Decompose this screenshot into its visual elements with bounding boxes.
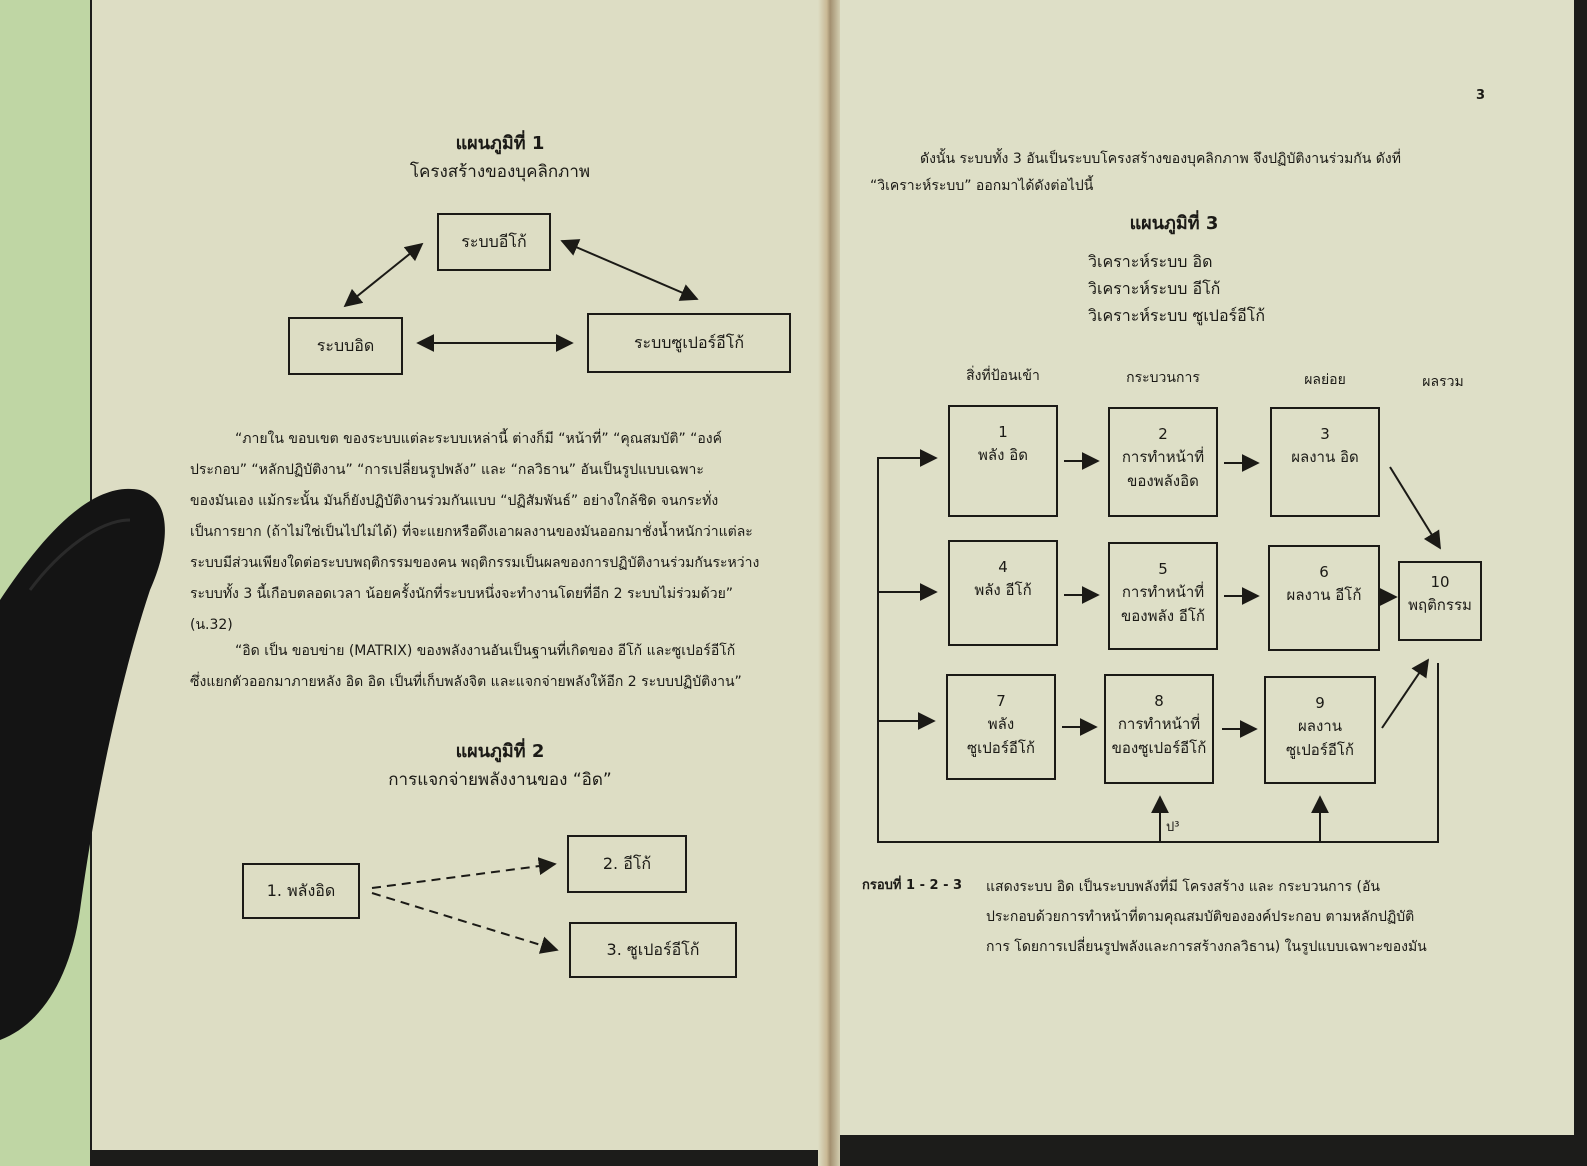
flow-box-text: ของซูเปอร์อีโก้ (1111, 738, 1207, 757)
flow-box-10: 10 พฤติกรรม (1398, 561, 1482, 641)
flow-box-5: 5 การทำหน้าที่ ของพลัง อีโก้ (1108, 542, 1218, 650)
ego-system-box: ระบบอีโก้ (437, 213, 551, 271)
flow-box-number: 5 (1158, 560, 1168, 578)
paragraph-line: ของมันเอง แม้กระนั้น มันก็ยังปฏิบัติงานร… (190, 493, 719, 509)
flow-box-number: 3 (1320, 425, 1330, 443)
flow-box-7: 7 พลัง ซูเปอร์อีโก้ (946, 674, 1056, 780)
flow-box-text: ของพลัง อีโก้ (1121, 606, 1205, 625)
paragraph-line: (น.32) (190, 617, 233, 633)
flow-box-text: ซูเปอร์อีโก้ (1285, 740, 1355, 759)
column-header-total-result: ผลรวม (1422, 374, 1464, 390)
flow-box-text: ซูเปอร์อีโก้ (966, 738, 1036, 757)
intro-line: “วิเคราะห์ระบบ” ออกมาได้ดังต่อไปนี้ (870, 178, 1094, 194)
flow-box-text: การทำหน้าที่ (1117, 715, 1201, 734)
intro-paragraph: ดังนั้น ระบบทั้ง 3 อันเป็นระบบโครงสร้างข… (870, 146, 1482, 200)
flow-box-6: 6 ผลงาน อีโก้ (1268, 545, 1380, 651)
ego-box: 2. อีโก้ (567, 835, 687, 893)
thumb-image (0, 488, 165, 1040)
paragraph-line: ประกอบ” “หลักปฏิบัติงาน” “การเปลี่ยนรูปพ… (190, 462, 704, 478)
flow-box-number: 2 (1158, 425, 1168, 443)
flow-box-3: 3 ผลงาน อิด (1270, 407, 1380, 517)
flow-box-text: การทำหน้าที่ (1121, 583, 1205, 602)
paragraph-1: “ภายใน ขอบเขต ของระบบแต่ละระบบเหล่านี้ ต… (190, 424, 816, 641)
caption-line: แสดงระบบ อิด เป็นระบบพลังที่มี โครงสร้าง… (986, 879, 1380, 895)
book-spine (818, 0, 840, 1166)
superego-system-box: ระบบซูเปอร์อีโก้ (587, 313, 791, 373)
diagram1-title: แผนภูมิที่ 1 (455, 133, 545, 154)
paragraph-line: ระบบทั้ง 3 นี้เกือบตลอดเวลา น้อยครั้งนัก… (190, 586, 734, 602)
diagram1-subtitle: โครงสร้างของบุคลิกภาพ (409, 162, 591, 182)
caption-line: ประกอบด้วยการทำหน้าที่ตามคุณสมบัติขององค… (986, 909, 1415, 925)
paragraph-2: “อิด เป็น ขอบข่าย (MATRIX) ของพลังงานอัน… (190, 636, 816, 698)
flow-box-1: 1 พลัง อิด (948, 405, 1058, 517)
column-header-sub-result: ผลย่อย (1304, 372, 1346, 388)
flow-box-number: 1 (998, 423, 1008, 441)
flow-box-2: 2 การทำหน้าที่ ของพลังอิด (1108, 407, 1218, 517)
flow-box-text: ผลงาน อีโก้ (1286, 586, 1362, 605)
paragraph-line: ซึ่งแยกตัวออกมาภายหลัง อิด อิด เป็นที่เก… (190, 674, 742, 690)
flow-box-text: ผลงาน (1298, 717, 1342, 736)
paragraph-line: “ภายใน ขอบเขต ของระบบแต่ละระบบเหล่านี้ ต… (235, 431, 723, 447)
flow-box-number: 6 (1319, 563, 1329, 581)
paragraph-line: “อิด เป็น ขอบข่าย (MATRIX) ของพลังงานอัน… (235, 643, 736, 659)
flow-box-text: การทำหน้าที่ (1121, 448, 1205, 467)
analysis-list: วิเคราะห์ระบบ อิด วิเคราะห์ระบบ อีโก้ วิ… (1088, 248, 1265, 329)
caption-line: การ โดยการเปลี่ยนรูปพลังและการสร้างกลวิธ… (986, 939, 1427, 955)
flow-box-number: 10 (1430, 573, 1450, 591)
analysis-item: วิเคราะห์ระบบ อิด (1088, 252, 1213, 271)
analysis-item: วิเคราะห์ระบบ อีโก้ (1088, 279, 1221, 298)
flow-box-text: ของพลังอิด (1127, 471, 1199, 490)
intro-line: ดังนั้น ระบบทั้ง 3 อันเป็นระบบโครงสร้างข… (920, 151, 1401, 167)
flow-box-text: ผลงาน อิด (1291, 448, 1359, 467)
caption-label: กรอบที่ 1 - 2 - 3 (862, 878, 963, 893)
id-system-box: ระบบอิด (288, 317, 403, 375)
flow-box-4: 4 พลัง อีโก้ (948, 540, 1058, 646)
flow-box-number: 9 (1315, 694, 1325, 712)
flow-box-9: 9 ผลงาน ซูเปอร์อีโก้ (1264, 676, 1376, 784)
caption-text: แสดงระบบ อิด เป็นระบบพลังที่มี โครงสร้าง… (986, 872, 1482, 962)
left-page (92, 0, 830, 1150)
feedback-label: ป³ (1166, 820, 1180, 835)
column-header-input: สิ่งที่ป้อนเข้า (966, 368, 1040, 384)
paragraph-line: ระบบมีส่วนเพียงใดต่อระบบพฤติกรรมของคน พฤ… (190, 555, 760, 571)
page-number: 3 (1476, 88, 1486, 103)
paragraph-line: เป็นการยาก (ถ้าไม่ใช่เป็นไปไม่ได้) ที่จะ… (190, 524, 753, 540)
flow-box-text: พลัง อิด (978, 446, 1028, 465)
diagram2-subtitle: การแจกจ่ายพลังงานของ “อิด” (388, 770, 612, 790)
superego-box: 3. ซูเปอร์อีโก้ (569, 922, 737, 978)
flow-box-text: พลัง อีโก้ (974, 581, 1032, 600)
diagram3-title: แผนภูมิที่ 3 (1129, 213, 1219, 234)
analysis-item: วิเคราะห์ระบบ ซูเปอร์อีโก้ (1088, 306, 1266, 325)
diagram2-title: แผนภูมิที่ 2 (455, 741, 545, 762)
id-energy-box: 1. พลังอิด (242, 863, 360, 919)
flow-box-text: พฤติกรรม (1408, 596, 1472, 615)
column-header-process: กระบวนการ (1126, 370, 1200, 386)
flow-box-number: 4 (998, 558, 1008, 576)
flow-box-text: พลัง (987, 715, 1015, 734)
flow-box-number: 8 (1154, 692, 1164, 710)
flow-box-number: 7 (996, 692, 1006, 710)
flow-box-8: 8 การทำหน้าที่ ของซูเปอร์อีโก้ (1104, 674, 1214, 784)
